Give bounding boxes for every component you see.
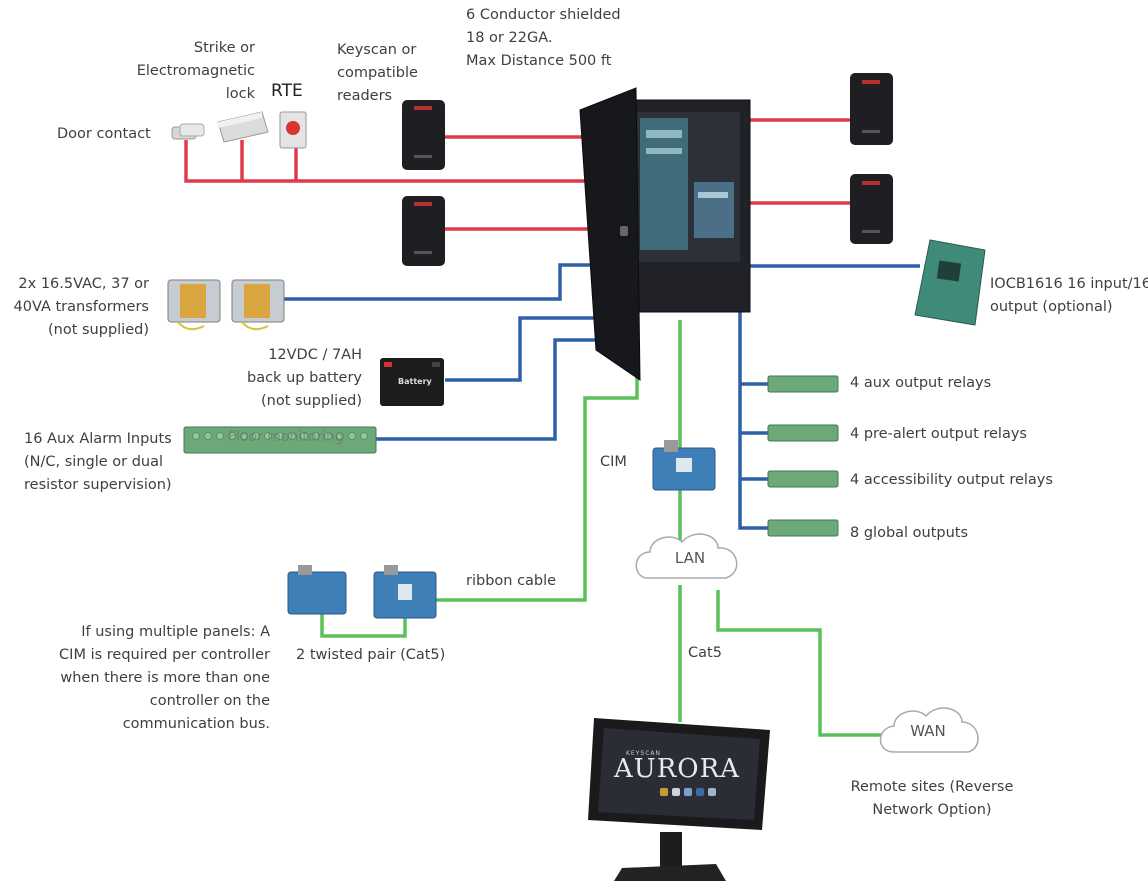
aux-inputs-line-1: 16 Aux Alarm Inputs [24,431,172,447]
strike-line-3: lock [225,86,255,102]
global-outputs-strip [767,519,839,537]
note-line-4: controller on the [149,693,270,709]
iocb-line-1: IOCB1616 16 input/16 [990,276,1148,292]
reader-bottom-left [402,196,445,266]
iocb-line-2: output (optional) [990,299,1113,315]
battery-line-1: 12VDC / 7AH [268,347,362,363]
monitor-app-icons [660,788,716,796]
remote-sites-line-2: Network Option) [872,802,992,818]
monitor-device [588,718,770,881]
accessibility-relays-label: 4 accessibility output relays [850,472,1053,488]
readers-line-3: readers [337,88,393,104]
transformers-line-1: 2x 16.5VAC, 37 or [18,276,149,292]
prealert-relays-label: 4 pre-alert output relays [850,426,1027,442]
blue-wires [280,263,920,530]
note-line-1: If using multiple panels: A [81,624,270,640]
red-wires [184,118,852,231]
lan-cloud [635,533,738,579]
door-contact-device [171,123,205,140]
aux-inputs-label: 16 Aux Alarm Inputs (N/C, single or dual… [24,428,172,497]
aux-inputs-line-3: resistor supervision) [24,477,172,493]
cable-spec-line-2: 18 or 22GA. [466,30,553,46]
global-outputs-label: 8 global outputs [850,525,969,541]
door-contact-label: Door contact [57,126,151,142]
remote-sites-label: Remote sites (Reverse Network Option) [842,776,1022,822]
aux-alarm-terminal-strip [183,426,377,454]
aux-output-relays-strip [767,375,839,393]
reader-bottom-right [850,174,893,244]
battery-line-2: back up battery [247,370,362,386]
strike-line-1: Strike or [193,40,255,56]
floor-monitoring-label: Floor monitoring [228,429,344,445]
remote-sites-line-1: Remote sites (Reverse [850,779,1014,795]
rte-button-device [279,111,307,149]
keyscan-readers-label: Keyscan or compatible readers [337,39,418,108]
rte-label: RTE [271,81,303,101]
transformers-line-3: (not supplied) [47,322,149,338]
note-line-2: CIM is required per controller [59,647,270,663]
battery-device [380,358,444,406]
cable-spec-line-1: 6 Conductor shielded [466,7,621,23]
readers-line-2: compatible [337,65,418,81]
aux-relays-label: 4 aux output relays [850,375,992,391]
wan-cloud [879,707,979,753]
cat5-label: Cat5 [688,645,722,661]
iocb-label: IOCB1616 16 input/16 output (optional) [990,273,1148,319]
controller-cabinet [579,87,751,381]
cim-board-secondary-1 [287,565,347,615]
transformer-1 [167,279,221,331]
magnetic-lock-device [217,111,269,143]
cim-board-secondary-2 [373,565,437,619]
transformers-line-2: 40VA transformers [13,299,150,315]
iocb-board [914,239,986,326]
wan-label: WAN [910,722,946,740]
cable-spec-label: 6 Conductor shielded 18 or 22GA. Max Dis… [466,4,621,73]
strike-lock-label: Strike or Electromagnetic lock [137,37,255,106]
lan-label: LAN [674,549,706,567]
readers-line-1: Keyscan or [337,42,417,58]
battery-label: 12VDC / 7AH back up battery (not supplie… [247,344,362,413]
accessibility-output-relays-strip [767,470,839,488]
twisted-pair-label: 2 twisted pair (Cat5) [296,647,446,663]
battery-brand-text: Battery [398,377,432,386]
note-line-5: communication bus. [122,716,270,732]
cim-board-main [652,440,716,491]
note-line-3: when there is more than one [60,670,270,686]
ribbon-cable-label: ribbon cable [466,573,557,589]
transformers-label: 2x 16.5VAC, 37 or 40VA transformers (not… [14,273,150,342]
reader-top-right [850,73,893,145]
cable-spec-line-3: Max Distance 500 ft [466,53,612,69]
transformer-2 [231,279,285,331]
monitor-brand-text: KEYSCAN [626,750,661,757]
battery-line-3: (not supplied) [260,393,362,409]
cim-label: CIM [600,454,627,470]
aux-inputs-line-2: (N/C, single or dual [24,454,164,470]
green-wires [320,320,890,737]
strike-line-2: Electromagnetic [136,63,255,79]
reader-top-left [402,100,445,170]
multiple-panels-note: If using multiple panels: A CIM is requi… [59,621,270,736]
monitor-aurora-title: AURORA [614,754,740,784]
prealert-output-relays-strip [767,424,839,442]
